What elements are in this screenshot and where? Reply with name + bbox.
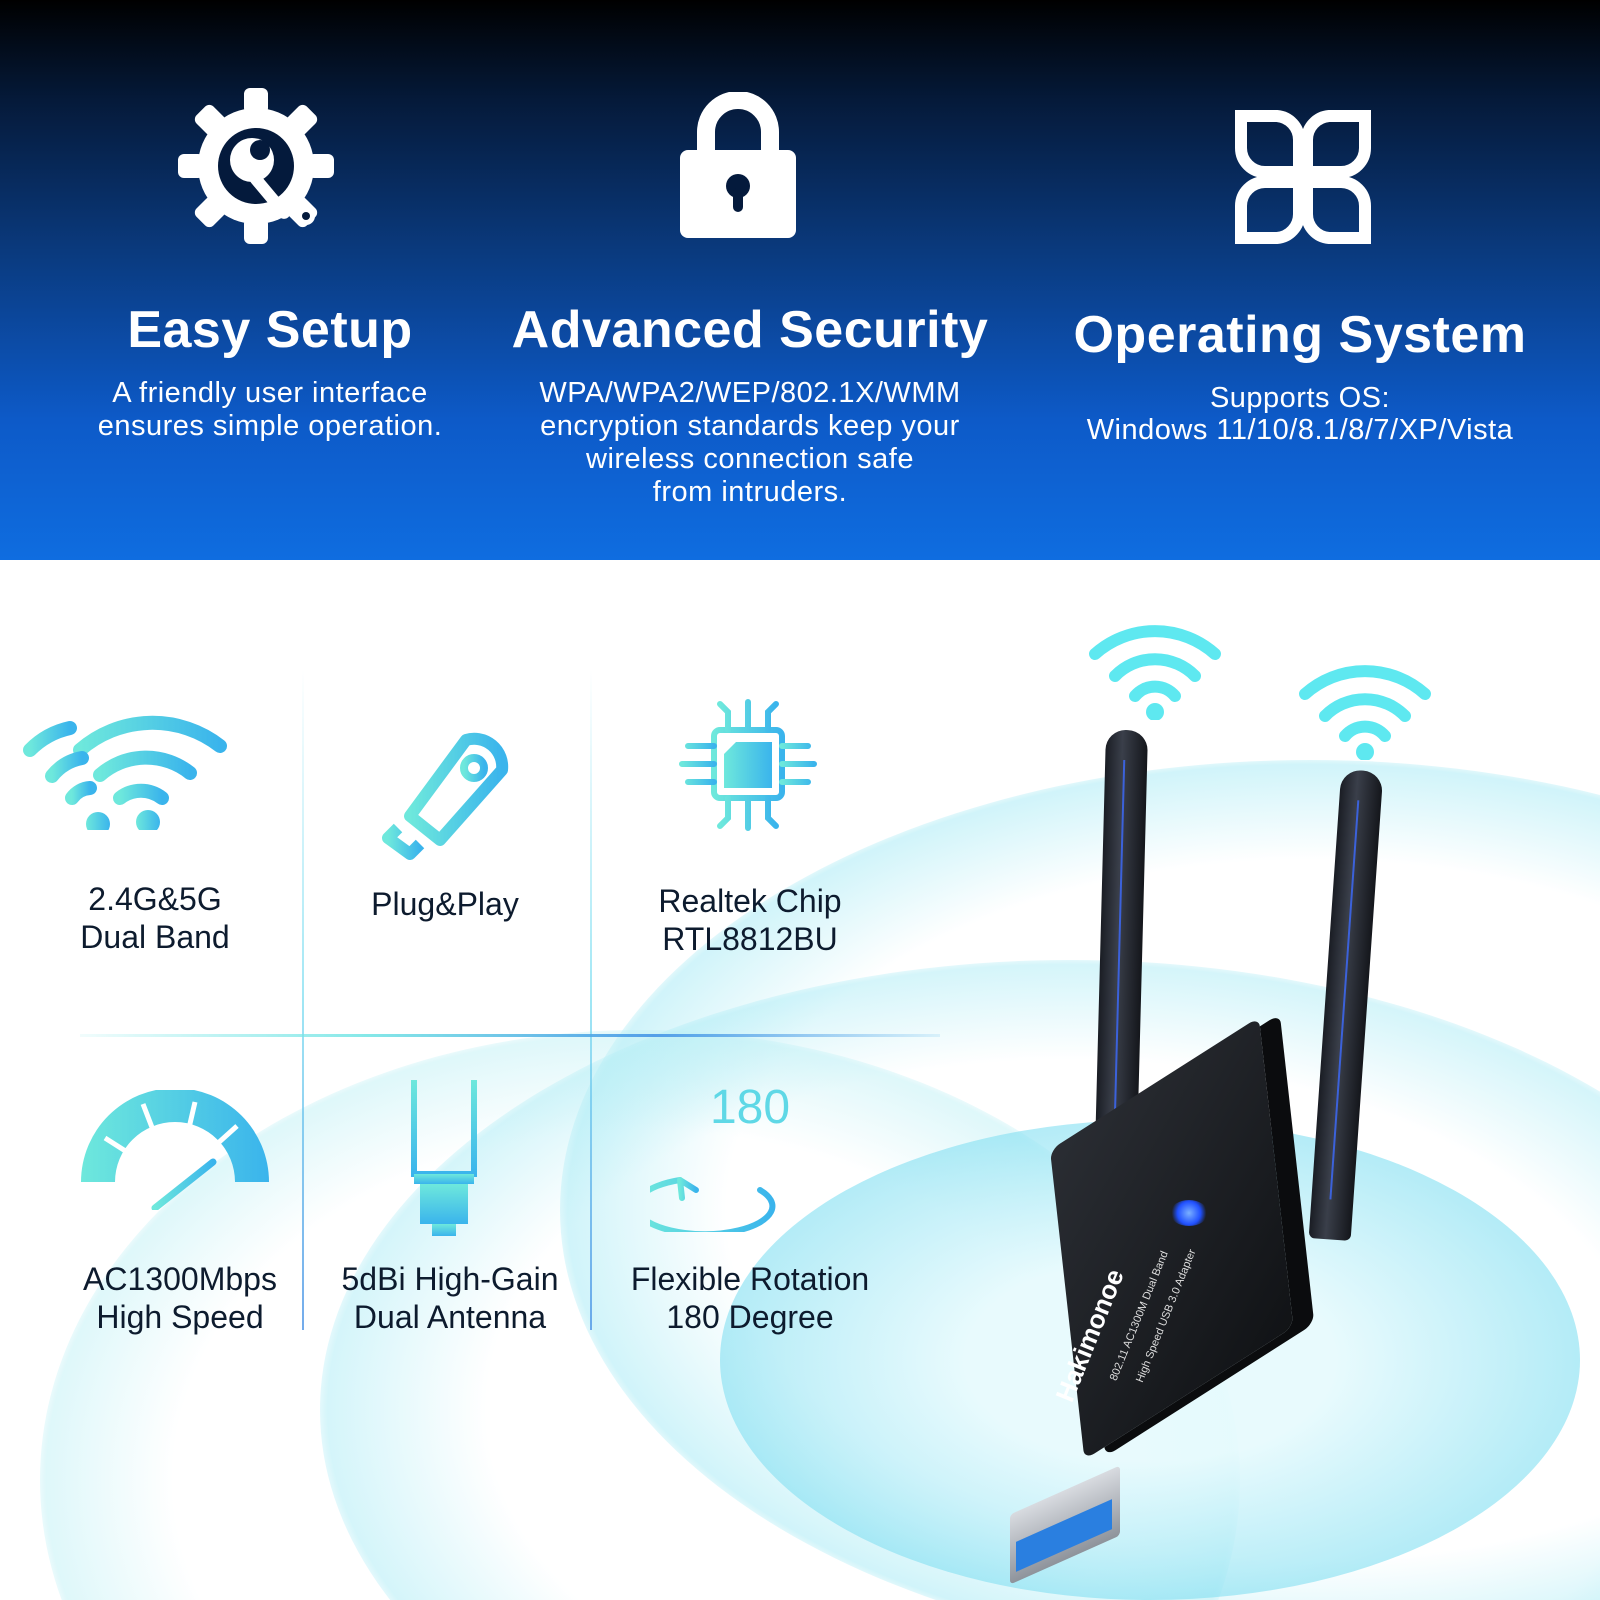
grid-divider [80, 1034, 940, 1037]
speedometer-icon [81, 1090, 269, 1210]
product-image: Hakimonoe 802.11 AC1300M Dual Band High … [980, 620, 1500, 1585]
feature-desc-line: wireless connection safe [586, 443, 914, 475]
feature-desc-line: encryption standards keep your [540, 410, 960, 442]
feature-desc-line: from intruders. [652, 476, 848, 508]
spec-label: Dual Antenna [353, 1299, 547, 1335]
feature-banner: Easy Setup A friendly user interface ens… [0, 0, 1600, 560]
spec-dual-band: 2.4G&5G Dual Band [0, 700, 310, 960]
chip-icon [679, 699, 817, 831]
usb-plug-icon [382, 732, 509, 860]
feature-desc-line: Supports OS: [1209, 382, 1391, 414]
rotation-icon [650, 1142, 776, 1232]
spec-label: AC1300Mbps [83, 1261, 277, 1297]
spec-label: 180 Degree [666, 1299, 834, 1335]
wifi-signal-icon [1299, 665, 1431, 760]
feature-title: Easy Setup [127, 301, 413, 359]
spec-label: Plug&Play [371, 886, 519, 922]
feature-desc-line: A friendly user interface [112, 377, 428, 409]
feature-title: Operating System [1073, 306, 1527, 364]
spec-antenna: 5dBi High-Gain Dual Antenna [310, 1080, 590, 1350]
spec-label: Dual Band [80, 919, 230, 955]
adapter-body [1050, 1017, 1294, 1460]
spec-label: RTL8812BU [662, 921, 838, 957]
spec-chip: Realtek Chip RTL8812BU [590, 690, 910, 960]
antenna-icon [411, 1080, 477, 1236]
antenna-right [1308, 769, 1384, 1241]
feature-desc-line: Windows 11/10/8.1/8/7/XP/Vista [1086, 414, 1514, 446]
spec-rotation: 180 Flexible Rotation 180 Degree [600, 1080, 900, 1350]
spec-label: 2.4G&5G [88, 881, 222, 917]
windows-logo-icon [1235, 110, 1371, 244]
wifi-signal-icon [1089, 625, 1221, 720]
gear-wrench-icon [178, 88, 334, 244]
rotation-degree-text: 180 [709, 1081, 791, 1134]
grid-divider [302, 670, 304, 1330]
spec-label: High Speed [96, 1299, 264, 1335]
feature-title: Advanced Security [511, 301, 989, 359]
feature-desc-line: ensures simple operation. [97, 410, 443, 442]
usb-connector [1010, 1465, 1120, 1585]
spec-label: 5dBi High-Gain [341, 1261, 559, 1297]
spec-label: Realtek Chip [658, 883, 842, 919]
spec-section: 2.4G&5G Dual Band Plug&Play R [0, 560, 1600, 1600]
spec-speed: AC1300Mbps High Speed [30, 1090, 330, 1350]
adapter-led [1170, 1200, 1208, 1226]
padlock-icon [680, 92, 796, 238]
feature-desc-line: WPA/WPA2/WEP/802.1X/WMM [539, 377, 961, 409]
spec-label: Flexible Rotation [630, 1261, 870, 1297]
spec-plug-play: Plug&Play [300, 700, 590, 960]
dual-wifi-icon [23, 715, 227, 830]
grid-divider [590, 670, 592, 1330]
